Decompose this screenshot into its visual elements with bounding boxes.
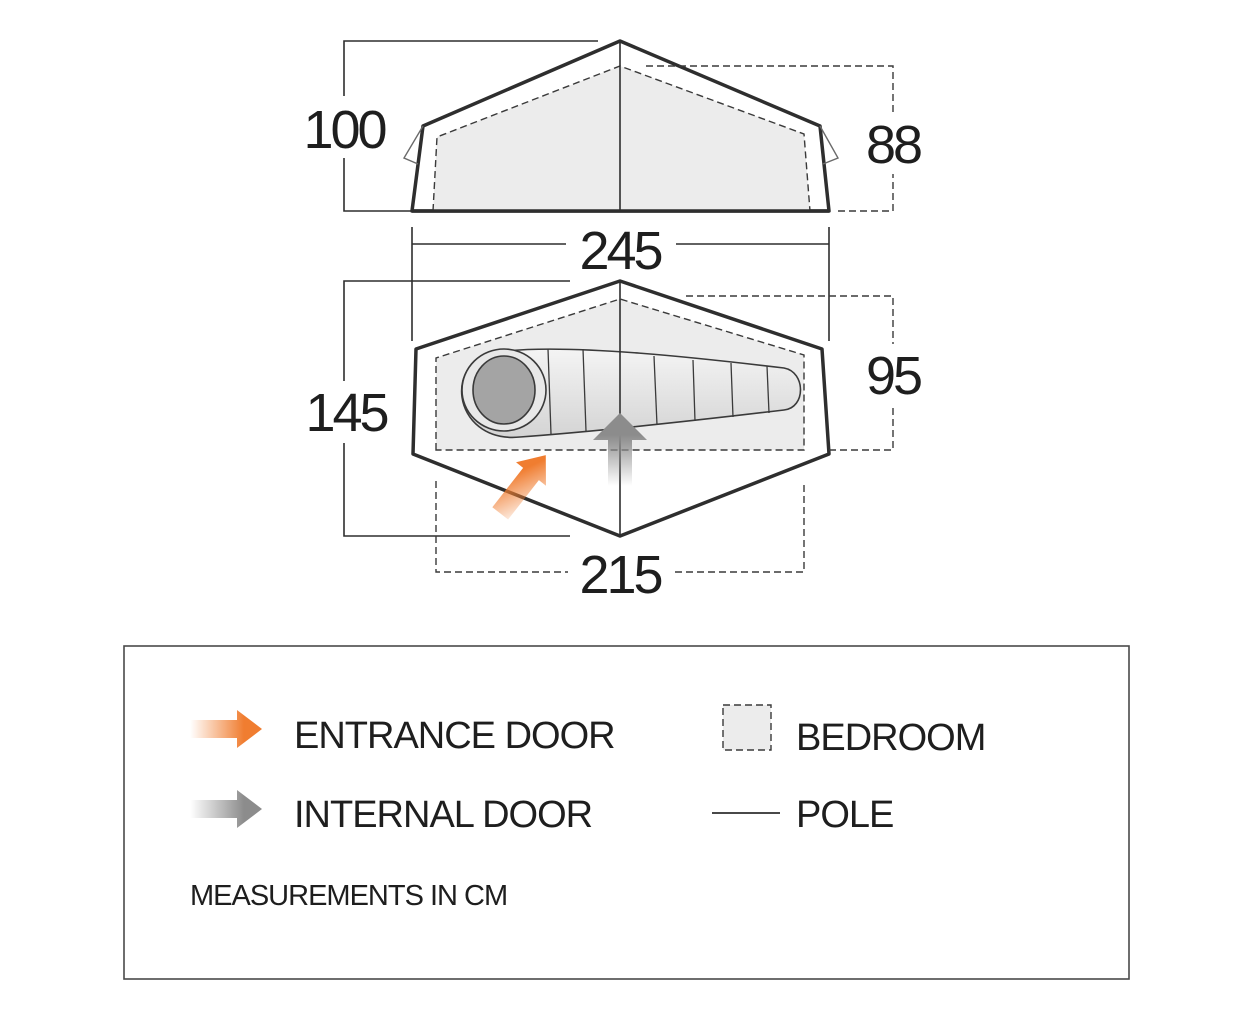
sleeping-bag-seam-6: [766, 365, 770, 414]
floor-width-label: 145: [305, 383, 387, 443]
total-length-label: 245: [579, 221, 661, 281]
floor-inner-width-bracket: [686, 295, 894, 451]
side-inner-height-label: 88: [866, 115, 921, 175]
floor-inner-length-label: 215: [579, 545, 661, 605]
side-inner-height-label-bg: [855, 112, 931, 174]
legend-border: [123, 645, 1130, 980]
sleeping-bag-seam-5: [730, 362, 734, 418]
side-bedroom-area: [432, 65, 811, 212]
side-view: 100 88: [292, 39, 931, 213]
internal-door-arrow-icon: [593, 413, 647, 486]
sleeping-bag-body: [460, 348, 802, 438]
legend-entrance-arrow-icon: [190, 710, 262, 748]
legend-entrance-label: ENTRANCE DOOR: [294, 715, 615, 757]
legend-internal-label: INTERNAL DOOR: [294, 794, 592, 836]
floor-plan: 145 95 215: [298, 279, 931, 605]
legend-bedroom-label: BEDROOM: [796, 717, 985, 759]
total-length-label-bg: [566, 222, 676, 278]
sleeping-bag-seam-4: [692, 359, 696, 422]
sleeping-bag-seam-1: [547, 348, 552, 435]
floor-inner-width-label-bg: [855, 344, 931, 406]
sleeping-bag-seam-2: [582, 348, 587, 432]
floor-width-label-bg: [298, 381, 394, 443]
side-left-flap: [402, 125, 424, 165]
legend-pole-label: POLE: [796, 794, 893, 836]
floor-inner-length-label-bg: [568, 550, 672, 600]
side-height-label-bg: [292, 96, 396, 158]
total-length-dimension: 245: [411, 221, 830, 341]
legend-internal-arrow-icon: [190, 790, 262, 828]
entrance-door-arrow-icon: [492, 455, 546, 520]
sleeping-bag-head-opening: [472, 355, 536, 425]
sleeping-bag: [460, 348, 802, 438]
measurement-note: MEASUREMENTS IN CM: [190, 880, 507, 912]
side-right-flap: [819, 125, 840, 165]
sleeping-bag-seam-3: [653, 355, 658, 426]
legend-box: ENTRANCE DOOR INTERNAL DOOR BEDROOM POLE…: [123, 645, 1130, 980]
floor-inner-width-label: 95: [866, 346, 921, 406]
legend-bedroom-swatch: [722, 704, 772, 751]
side-height-label: 100: [303, 100, 385, 160]
